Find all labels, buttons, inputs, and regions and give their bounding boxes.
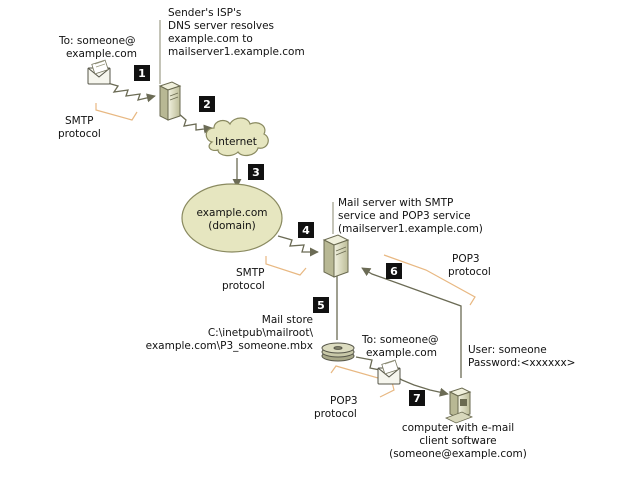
recipient-envelope-icon xyxy=(377,359,401,385)
svg-text:SMTP: SMTP xyxy=(236,267,264,279)
svg-text:client software: client software xyxy=(419,435,496,447)
svg-text:protocol: protocol xyxy=(222,280,265,292)
recipient-address-label: To: someone@ example.com xyxy=(361,334,439,359)
svg-text:1: 1 xyxy=(138,67,146,80)
smtp-bracket-2 xyxy=(265,256,307,276)
sender-envelope-icon xyxy=(87,59,111,85)
svg-text:(someone@example.com): (someone@example.com) xyxy=(389,448,527,460)
svg-text:4: 4 xyxy=(302,224,310,237)
pop3-protocol-label-top: POP3 protocol xyxy=(448,253,491,278)
svg-text:SMTP: SMTP xyxy=(65,115,93,127)
svg-text:example.com: example.com xyxy=(366,347,437,359)
internet-cloud-icon xyxy=(205,117,269,157)
mail-store-disk-icon xyxy=(321,342,355,362)
isp-dns-server-icon xyxy=(158,81,182,121)
svg-text:3: 3 xyxy=(252,166,260,179)
svg-text:example.com: example.com xyxy=(66,48,137,60)
flow-line-2 xyxy=(177,112,213,134)
step-badge-7: 7 xyxy=(409,390,425,406)
svg-text:Mail store: Mail store xyxy=(262,314,313,326)
domain-label: example.com (domain) xyxy=(197,207,268,232)
svg-text:computer with e-mail: computer with e-mail xyxy=(402,422,514,434)
svg-text:C:\inetpub\mailroot\: C:\inetpub\mailroot\ xyxy=(208,327,314,339)
svg-text:7: 7 xyxy=(413,392,421,405)
svg-text:(mailserver1.example.com): (mailserver1.example.com) xyxy=(338,223,483,235)
user-credentials-label: User: someone Password:<xxxxxx> xyxy=(468,344,575,369)
client-computer-label: computer with e-mail client software (so… xyxy=(389,422,527,460)
svg-text:2: 2 xyxy=(203,98,211,111)
smtp-bracket-1 xyxy=(95,103,138,121)
step-badge-6: 6 xyxy=(386,263,402,279)
step-badges: 1 2 3 4 5 6 7 xyxy=(134,65,425,406)
step-badge-5: 5 xyxy=(313,297,329,313)
svg-text:protocol: protocol xyxy=(314,408,357,420)
internet-label: Internet xyxy=(215,136,257,148)
mail-server-label: Mail server with SMTP service and POP3 s… xyxy=(338,197,483,235)
svg-text:mailserver1.example.com: mailserver1.example.com xyxy=(168,46,305,58)
svg-text:To: someone@: To: someone@ xyxy=(361,334,439,346)
svg-text:Sender's ISP's: Sender's ISP's xyxy=(168,7,241,19)
svg-text:(domain): (domain) xyxy=(208,220,256,232)
svg-text:POP3: POP3 xyxy=(330,395,358,407)
svg-text:Mail server with SMTP: Mail server with SMTP xyxy=(338,197,453,209)
leader-lines xyxy=(159,20,334,234)
step-badge-4: 4 xyxy=(298,222,314,238)
flow-line-4 xyxy=(277,235,319,257)
flow-line-1 xyxy=(103,81,156,103)
svg-text:protocol: protocol xyxy=(448,266,491,278)
svg-text:service and POP3 service: service and POP3 service xyxy=(338,210,471,222)
svg-text:example.com\P3_someone.mbx: example.com\P3_someone.mbx xyxy=(146,340,313,352)
pop3-protocol-label-bottom: POP3 protocol xyxy=(314,395,358,420)
sender-address-label: To: someone@ example.com xyxy=(58,35,137,60)
svg-text:DNS server resolves: DNS server resolves xyxy=(168,20,274,32)
step-badge-2: 2 xyxy=(199,96,215,112)
smtp-protocol-label-2: SMTP protocol xyxy=(222,267,265,292)
svg-text:6: 6 xyxy=(390,265,398,278)
client-computer-icon xyxy=(445,387,473,424)
svg-text:User: someone: User: someone xyxy=(468,344,547,356)
svg-text:POP3: POP3 xyxy=(452,253,480,265)
mail-store-label: Mail store C:\inetpub\mailroot\ example.… xyxy=(146,314,314,352)
domain-ellipse xyxy=(181,183,283,253)
svg-text:5: 5 xyxy=(317,299,325,312)
step-badge-3: 3 xyxy=(248,164,264,180)
smtp-protocol-label-1: SMTP protocol xyxy=(58,115,101,140)
svg-text:Password:<xxxxxx>: Password:<xxxxxx> xyxy=(468,357,575,369)
step-badge-1: 1 xyxy=(134,65,150,81)
svg-text:To: someone@: To: someone@ xyxy=(58,35,136,47)
mail-server-icon xyxy=(322,234,350,278)
flow-line-6 xyxy=(361,267,462,378)
svg-text:example.com to: example.com to xyxy=(168,33,253,45)
svg-text:example.com: example.com xyxy=(197,207,268,219)
isp-dns-label: Sender's ISP's DNS server resolves examp… xyxy=(168,7,305,58)
pop3-bracket-top xyxy=(383,254,476,306)
svg-text:protocol: protocol xyxy=(58,128,101,140)
